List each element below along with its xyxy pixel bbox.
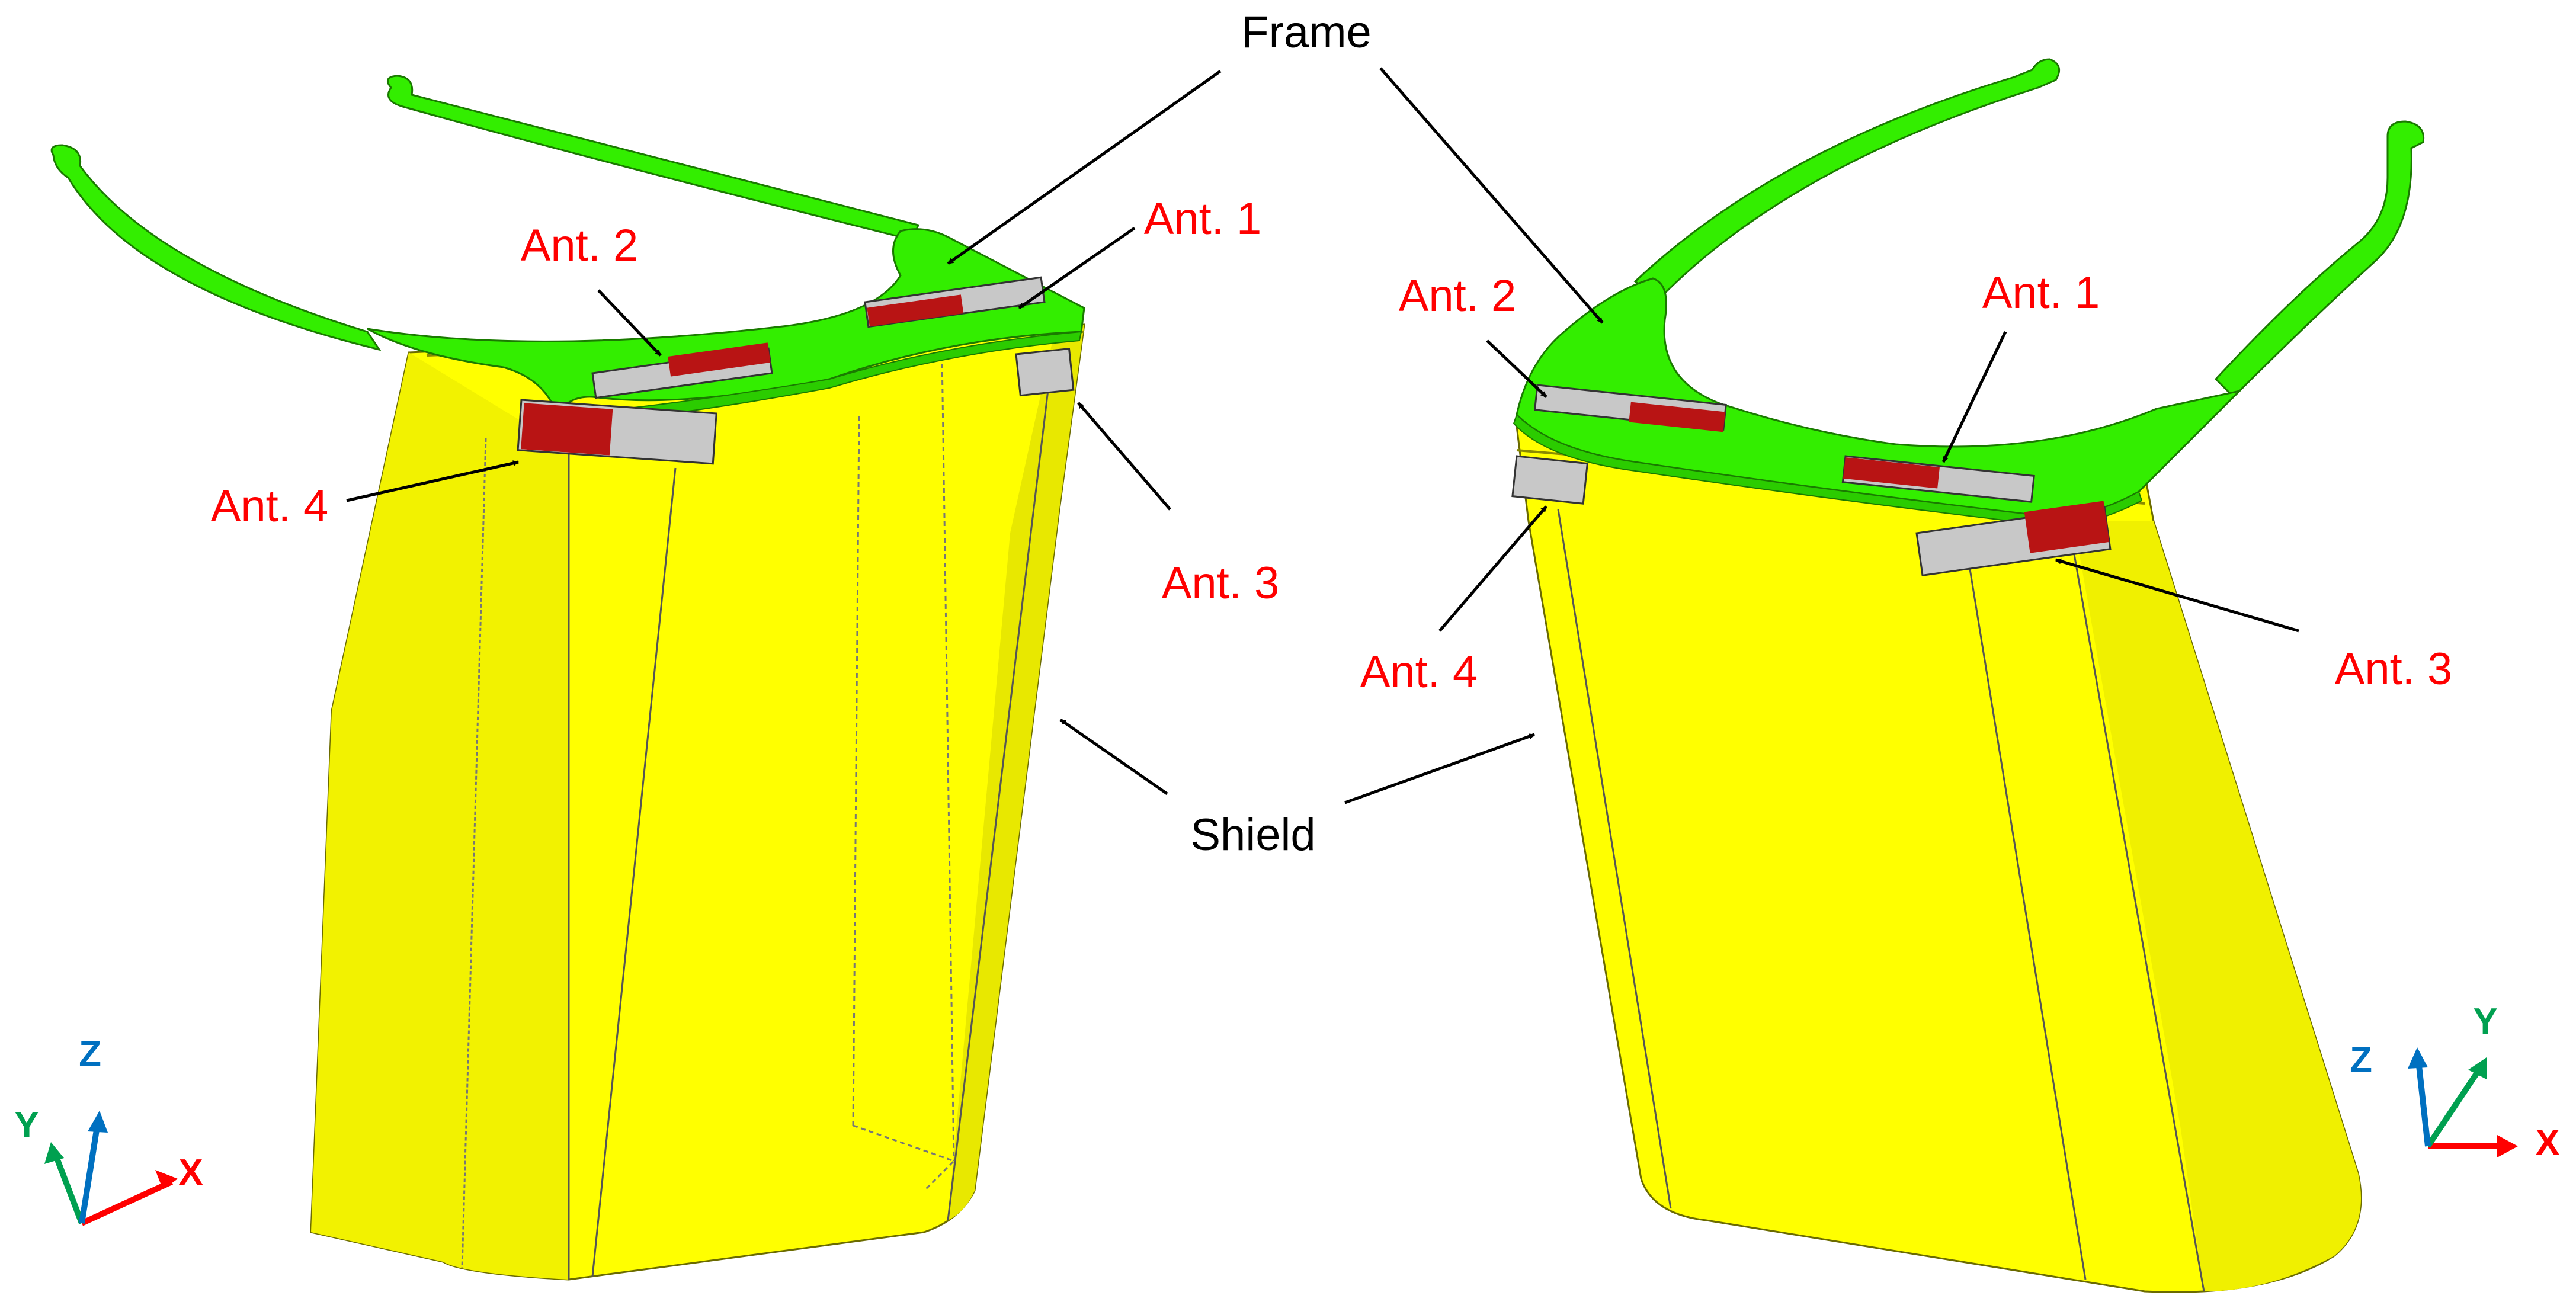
right-shield-right-shade [2074, 521, 2361, 1291]
left-axis-x-head [155, 1170, 178, 1189]
right-axis-z-arrow [2415, 1060, 2431, 1147]
arrow-ant4-right [1438, 505, 1547, 632]
right-ant2-radiator [1629, 402, 1725, 432]
right-axis-x-label: X [2535, 1123, 2559, 1163]
right-axis-y-head [2468, 1057, 2487, 1079]
right-axis-z-head [2408, 1047, 2428, 1069]
label-ant1-left: Ant. 1 [1144, 194, 1262, 244]
left-shield-edge-2 [591, 467, 677, 1277]
right-view [1511, 58, 2425, 1293]
label-ant2-right: Ant. 2 [1399, 271, 1517, 321]
label-frame: Frame [1241, 7, 1372, 57]
left-frame-temple-back [386, 75, 920, 241]
arrow-ant2-left [597, 289, 662, 357]
left-frame-front [367, 228, 1085, 417]
axis-triad-right: X Y Z [2350, 1001, 2560, 1163]
right-shield-edge-3 [1557, 509, 1672, 1209]
left-frame [50, 75, 1085, 425]
left-shield-side-shade [311, 352, 569, 1280]
right-ant4-element [1511, 455, 1588, 505]
right-ant3-element [1915, 501, 2112, 576]
left-view [50, 75, 1085, 1281]
axis-triad-left: X Y Z [14, 1034, 203, 1226]
left-ant2-radiator [668, 342, 771, 377]
leader-arrows [346, 67, 2299, 804]
left-axis-y-arrow [52, 1151, 85, 1224]
right-shield-edge-1 [1966, 550, 2087, 1280]
right-frame [1513, 58, 2425, 526]
arrow-ant1-left [1018, 226, 1136, 310]
label-ant4-left: Ant. 4 [211, 481, 329, 531]
arrow-ant1-right [1941, 331, 2007, 463]
right-axis-y-label: Y [2473, 1001, 2497, 1042]
left-ant4-radiator [521, 403, 613, 456]
arrow-frame-right [1379, 67, 1604, 324]
left-shield-edge-5 [941, 355, 955, 1162]
left-axis-z-head [88, 1111, 108, 1133]
right-axis-x-head [2497, 1135, 2518, 1157]
left-shield-edge-4 [947, 384, 1050, 1221]
right-frame-temple-front [2214, 120, 2425, 399]
left-shield-hidden-outline [852, 414, 956, 1192]
arrow-ant3-right [2055, 558, 2299, 633]
left-ant1-element [864, 276, 1046, 328]
label-ant3-left: Ant. 3 [1162, 558, 1280, 608]
right-ant2-element [1533, 384, 1727, 432]
left-shield [310, 323, 1085, 1281]
labels: Frame Shield Ant. 1 Ant. 2 Ant. 3 Ant. 4… [211, 7, 2453, 860]
arrow-ant2-right [1486, 339, 1547, 398]
right-ant3-radiator [2024, 501, 2110, 553]
left-ant4-element [517, 399, 717, 465]
arrow-frame-left [947, 69, 1222, 265]
left-axis-x-arrow [80, 1179, 174, 1226]
left-axis-z-arrow [79, 1122, 101, 1224]
label-shield: Shield [1190, 810, 1315, 860]
left-frame-temple-front [50, 144, 382, 351]
left-ant1-radiator [867, 294, 964, 327]
left-axis-y-head [44, 1142, 64, 1164]
left-ant3-pcb [1015, 347, 1075, 397]
left-frame-underside [556, 331, 1082, 425]
right-ant1-radiator [1843, 457, 1940, 489]
right-frame-temple-back [1633, 58, 2061, 300]
label-ant1-right: Ant. 1 [1982, 268, 2100, 318]
left-axis-z-label: Z [79, 1034, 101, 1075]
left-axis-x-label: X [178, 1152, 203, 1193]
arrow-ant3-left [1077, 402, 1171, 511]
right-ant4-pcb [1511, 455, 1588, 505]
right-shield-edge-2 [2072, 550, 2205, 1292]
left-ant3-element [1015, 347, 1075, 397]
label-ant2-left: Ant. 2 [521, 220, 639, 271]
label-ant3-right: Ant. 3 [2335, 644, 2453, 694]
right-axis-y-arrow [2425, 1067, 2482, 1148]
left-axis-y-label: Y [14, 1105, 39, 1146]
arrow-shield-right [1344, 733, 1535, 804]
left-ant2-element [591, 342, 773, 399]
arrow-ant4-left [346, 460, 519, 502]
left-shield-right-shade [948, 325, 1084, 1220]
right-axis-z-label: Z [2350, 1040, 2372, 1080]
left-shield-edge-3 [461, 438, 487, 1268]
label-ant4-right: Ant. 4 [1360, 647, 1478, 697]
right-ant1-element [1841, 455, 2035, 503]
arrow-shield-left [1059, 718, 1168, 796]
